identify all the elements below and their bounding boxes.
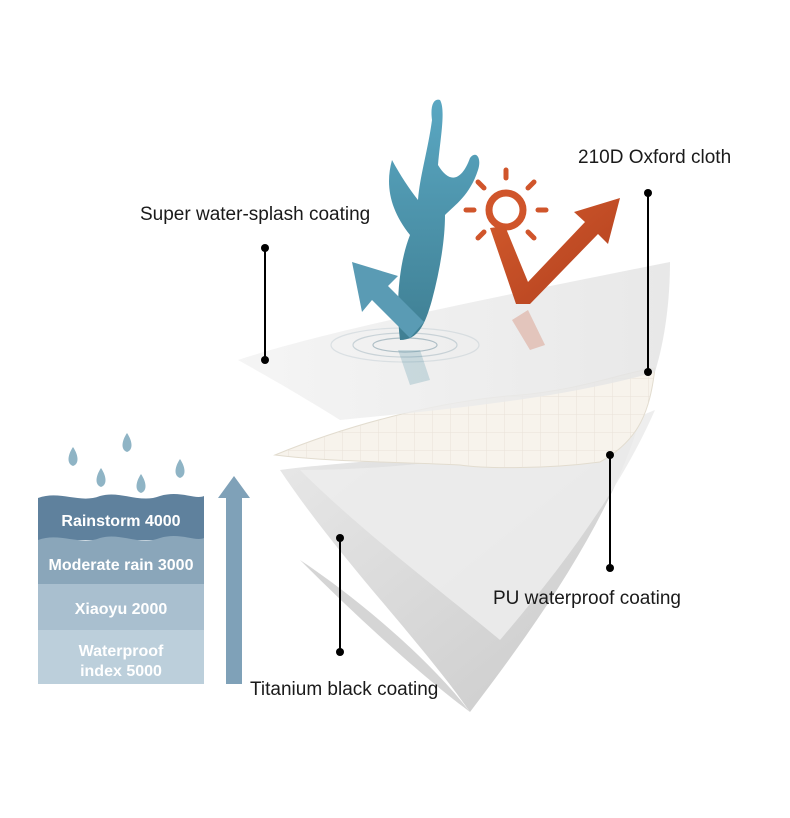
callout-titanium-coating: Titanium black coating [250,679,439,700]
raindrop-icons [68,433,185,493]
band-label-index: index 5000 [80,663,162,680]
water-deflect-arrow [352,262,424,338]
band-label-xiaoyu: Xiaoyu 2000 [75,601,168,618]
band-label-rainstorm: Rainstorm 4000 [61,513,180,530]
heat-reflection [512,310,545,350]
scale-band-4 [38,630,204,684]
callout-oxford-cloth: 210D Oxford cloth [578,147,732,168]
callout-lines [264,193,649,652]
waterproof-scale: Rainstorm 4000 Moderate rain 3000 Xiaoyu… [38,494,204,684]
callout-dots [261,189,652,656]
scale-band-2 [38,536,204,584]
titanium-layer-edge [300,560,470,712]
scale-up-arrow [218,476,250,684]
callout-water-splash: Super water-splash coating [140,204,371,225]
splash-layer [238,262,670,420]
water-splash-shape [389,99,480,340]
raindrop-icon [122,433,132,452]
water-reflection [398,350,430,385]
scale-band-1 [38,494,204,540]
sun-icon [463,167,549,253]
raindrop-icon [68,447,78,466]
band-label-waterproof: Waterproof [79,643,164,660]
pu-layer [300,410,655,640]
callout-pu-coating: PU waterproof coating [493,588,681,609]
band-label-moderate-rain: Moderate rain 3000 [49,557,194,574]
raindrop-icon [175,459,185,478]
raindrop-icon [136,474,146,493]
scale-band-3 [38,584,204,630]
heat-arrow [490,198,620,304]
raindrop-icon [96,468,106,487]
